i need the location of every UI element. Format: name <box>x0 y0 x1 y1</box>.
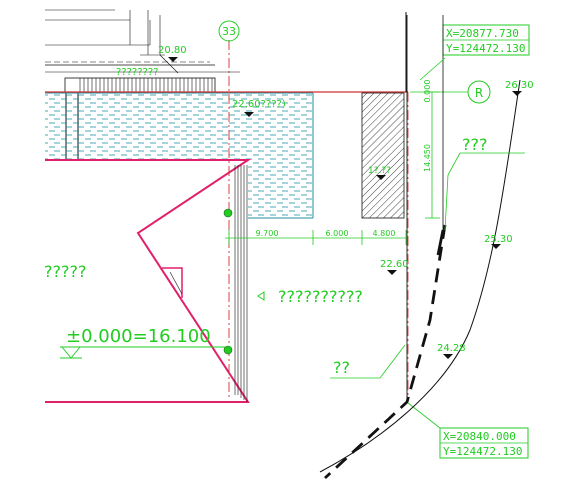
left-label: ????? <box>44 262 86 281</box>
elev-label-22-60: 22.60 <box>380 259 409 270</box>
bridge-label-group: ?????????? <box>257 287 363 306</box>
elev-label-20-80: 20.80 <box>158 45 187 56</box>
top-small-label: ??? <box>462 135 487 154</box>
elevation-24-28: 24.28 <box>437 343 466 359</box>
road-edge-dashed <box>324 224 447 480</box>
railing-posts <box>79 78 213 92</box>
coord-top-y: Y=124472.130 <box>446 42 525 55</box>
water-area <box>45 92 314 219</box>
axis-label-r: R <box>475 86 483 100</box>
coord-box-bottom: X=20840.000 Y=124472.130 <box>407 402 529 459</box>
elev-label-pier: 1?.?? <box>368 166 391 176</box>
deck-label: ???????? <box>116 67 158 78</box>
curve-label-group: ?? <box>330 344 406 379</box>
deck-lines <box>234 165 248 402</box>
label-top-small: ??? <box>444 135 525 231</box>
elevation-22-60: 22.60 <box>380 259 409 275</box>
elevation-26-30: 26.30 <box>505 80 534 96</box>
axis-label-33: 33 <box>222 25 236 38</box>
dimension-vertical: 14.450 0.000 <box>423 80 440 219</box>
dim-4800: 4.800 <box>373 229 396 238</box>
dim-6000: 6.000 <box>326 229 349 238</box>
curve-label: ?? <box>333 358 350 377</box>
elevation-water: 22.60????) <box>232 99 286 117</box>
elev-label-26-30: 26.30 <box>505 80 534 91</box>
coord-box-top: X=20877.730 Y=124472.130 <box>442 15 530 230</box>
elevation-20-80: 20.80 <box>158 45 187 62</box>
elevation-25-30: 25.30 <box>484 234 513 249</box>
control-point <box>223 208 233 218</box>
axis-bubble-r: R <box>410 80 491 104</box>
boundary-curve <box>319 79 521 473</box>
hatched-pier <box>361 92 405 219</box>
datum-label-group: ±0.000=16.100 <box>60 326 225 359</box>
coord-bottom-x: X=20840.000 <box>443 430 516 443</box>
elev-label-24-28: 24.28 <box>437 343 466 354</box>
bridge-outline <box>45 159 252 403</box>
dim-9700: 9.700 <box>256 229 279 238</box>
coord-bottom-y: Y=124472.130 <box>443 445 522 458</box>
dimension-horizontal: 9.700 6.000 4.800 <box>225 229 407 245</box>
control-point <box>223 345 233 355</box>
bridge-label: ?????????? <box>278 287 363 306</box>
datum-label: ±0.000=16.100 <box>66 326 211 347</box>
dim-14450: 14.450 <box>423 144 432 172</box>
axis-bubble-33: 33 <box>218 20 240 42</box>
dim-0000: 0.000 <box>423 80 432 103</box>
elev-label-water: 22.60????) <box>232 99 286 110</box>
elevation-pier: 1?.?? <box>368 166 391 180</box>
coord-top-x: X=20877.730 <box>446 27 519 40</box>
elev-label-25-30: 25.30 <box>484 234 513 245</box>
